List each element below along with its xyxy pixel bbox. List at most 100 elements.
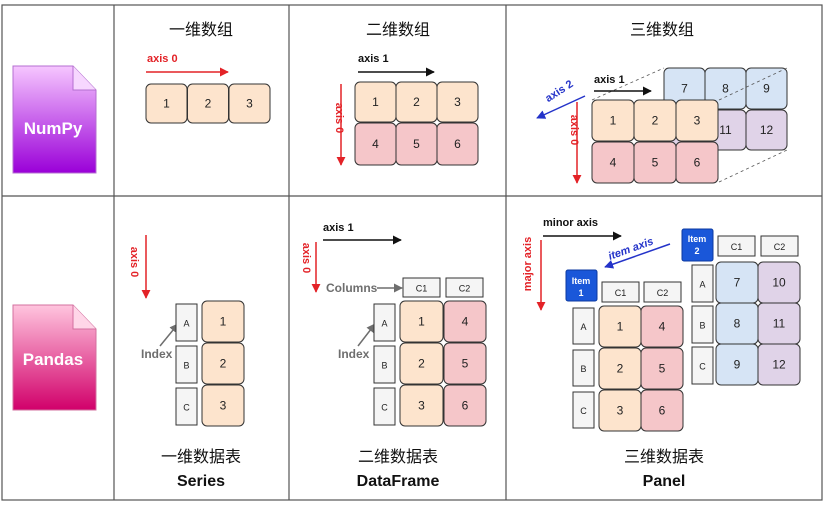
- item-2-word: Item: [688, 234, 707, 244]
- column-header-cell: C1: [601, 281, 640, 303]
- value-cell-text: 5: [659, 362, 666, 376]
- axis-1-label: axis 1: [323, 222, 354, 234]
- index-cell-text: B: [183, 361, 189, 371]
- value-cell: 5: [640, 347, 684, 390]
- value-cell: 2: [399, 342, 444, 385]
- panel-title-en: Panel: [643, 473, 686, 490]
- index-cell: C: [691, 346, 714, 385]
- value-cell: 1: [399, 300, 444, 343]
- value-cell: 7: [715, 261, 759, 304]
- column-header-cell: C2: [760, 235, 799, 257]
- index-cell-text: A: [183, 319, 189, 329]
- value-cell: 6: [443, 384, 487, 427]
- header-1d-array: 一维数组: [169, 20, 233, 39]
- axis-1-label: axis 1: [594, 74, 625, 86]
- array-cell: 3: [228, 83, 271, 124]
- column-header-cell-text: C1: [731, 242, 743, 252]
- array-cell-text: 4: [610, 156, 617, 170]
- index-cell-text: B: [580, 364, 586, 374]
- value-cell: 10: [757, 261, 801, 304]
- index-cell: A: [373, 303, 396, 342]
- array-cell-text: 5: [652, 156, 659, 170]
- index-arrow: [357, 323, 376, 347]
- value-cell: 2: [201, 342, 245, 385]
- value-cell-text: 1: [220, 315, 227, 329]
- array-cell-text: 4: [372, 137, 379, 151]
- array-cell-text: 11: [719, 123, 732, 137]
- array-cell: 1: [591, 99, 635, 142]
- array-cell-text: 3: [246, 97, 253, 111]
- array-cell-text: 12: [760, 123, 774, 137]
- column-header-cell-text: C1: [615, 288, 627, 298]
- array-cell-text: 2: [413, 95, 420, 109]
- axis-2-label: axis 2: [543, 78, 575, 105]
- value-cell: 9: [715, 343, 759, 386]
- array-cell-text: 1: [372, 95, 379, 109]
- panel-item2-index: ABC: [691, 264, 714, 385]
- value-cell: 1: [201, 300, 245, 343]
- array-cell: 4: [591, 141, 635, 184]
- index-cell: B: [373, 345, 396, 384]
- value-cell-text: 4: [659, 320, 666, 334]
- value-cell-text: 6: [659, 404, 666, 418]
- pandas-series-section: axis 0 Index ABC 123 一维数据表 Series: [128, 235, 245, 490]
- value-cell-text: 6: [462, 399, 469, 413]
- index-label: Index: [141, 347, 173, 361]
- array-cell-text: 3: [694, 114, 701, 128]
- value-cell: 4: [640, 305, 684, 348]
- value-cell: 11: [757, 302, 801, 345]
- value-cell: 4: [443, 300, 487, 343]
- index-cell-text: C: [580, 406, 587, 416]
- index-cell: C: [572, 391, 595, 429]
- array-cell: 2: [633, 99, 677, 142]
- value-cell-text: 3: [617, 404, 624, 418]
- array-cell: 2: [395, 81, 438, 123]
- axis-1-label: axis 1: [358, 53, 389, 65]
- array-cell-text: 3: [454, 95, 461, 109]
- value-cell: 1: [598, 305, 642, 348]
- dataframe-title-cn: 二维数据表: [358, 447, 438, 466]
- columns-label: Columns: [326, 281, 378, 295]
- axis-0-label: axis 0: [147, 53, 178, 65]
- column-header-cell-text: C2: [459, 284, 471, 294]
- value-cell-text: 11: [773, 317, 786, 331]
- array-cell-text: 7: [681, 82, 688, 96]
- array-cell: 3: [675, 99, 719, 142]
- major-axis-label: major axis: [522, 237, 534, 291]
- index-cell: B: [572, 349, 595, 387]
- numpy-label: NumPy: [24, 119, 83, 138]
- column-header-cell: C2: [643, 281, 682, 303]
- minor-axis-label: minor axis: [543, 217, 598, 229]
- value-cell-text: 8: [734, 317, 741, 331]
- value-cell-text: 10: [772, 276, 786, 290]
- value-cell: 6: [640, 389, 684, 432]
- dataframe-title-en: DataFrame: [357, 473, 440, 490]
- array-cell: 9: [745, 67, 788, 110]
- index-cell-text: C: [699, 362, 706, 372]
- item-axis-arrow: [604, 243, 671, 269]
- array-cell: 3: [436, 81, 479, 123]
- column-header-cell: C2: [445, 277, 484, 298]
- index-arrow: [159, 323, 179, 347]
- index-cell: B: [175, 345, 198, 384]
- index-cell: C: [373, 387, 396, 426]
- item-2-number: 2: [694, 246, 699, 256]
- value-cell: 12: [757, 343, 801, 386]
- value-cell-text: 9: [734, 358, 741, 372]
- pandas-document-icon: Pandas: [12, 304, 97, 411]
- array-cell: 6: [436, 122, 479, 166]
- axis-0-label: axis 0: [568, 115, 580, 146]
- index-cell-text: B: [699, 321, 705, 331]
- array-cell-text: 6: [454, 137, 461, 151]
- value-cell: 8: [715, 302, 759, 345]
- header-3d-array: 三维数组: [630, 20, 694, 39]
- index-cell: B: [691, 305, 714, 344]
- array-cell-text: 9: [763, 82, 770, 96]
